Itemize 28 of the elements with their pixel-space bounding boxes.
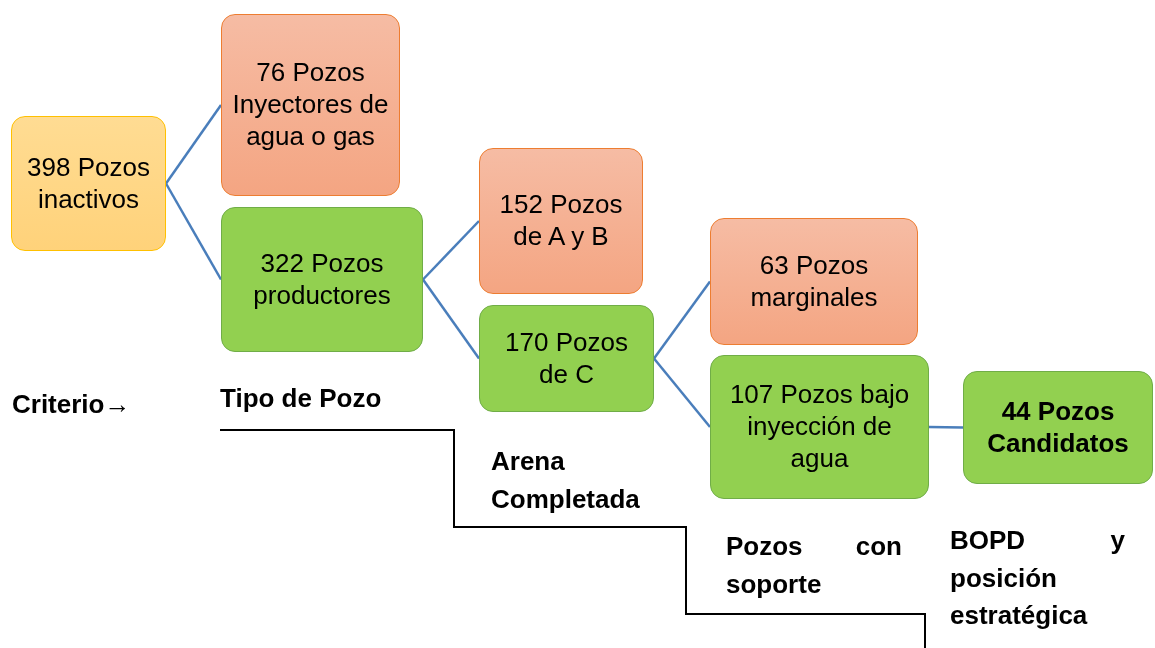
connector-line (164, 104, 223, 185)
connector-line (422, 278, 480, 360)
criterion-label: Tipo de Pozo (220, 382, 383, 415)
node-label: 44 Pozos Candidatos (986, 395, 1130, 460)
node-label: 152 Pozos de A y B (498, 189, 624, 253)
node-label: 76 Pozos Inyectores de agua o gas (231, 57, 390, 153)
node-label: 63 Pozos marginales (749, 249, 879, 314)
criterion-label: BOPD y posición estratégica (950, 524, 1125, 633)
process-box (963, 371, 1153, 484)
node-label: 107 Pozos bajo inyección de agua (728, 379, 911, 475)
node-label: 170 Pozos de C (504, 326, 629, 391)
connector-line (164, 182, 223, 281)
criterion-label: Arena Completada (491, 445, 641, 516)
node-label: 322 Pozos productores (252, 247, 392, 312)
process-box (479, 148, 643, 294)
criterion-label: Pozos con soporte (726, 530, 902, 601)
process-box (221, 207, 423, 352)
process-box (479, 305, 654, 412)
connector-line (929, 425, 963, 429)
criterion-label: Criterio→ (12, 388, 132, 421)
connector-line (653, 280, 711, 360)
connector-line (653, 357, 711, 428)
node-label: 398 Pozos inactivos (26, 151, 151, 216)
process-box (710, 355, 929, 499)
process-box (710, 218, 918, 345)
connector-line (422, 220, 480, 281)
process-box (221, 14, 400, 196)
process-box (11, 116, 166, 251)
